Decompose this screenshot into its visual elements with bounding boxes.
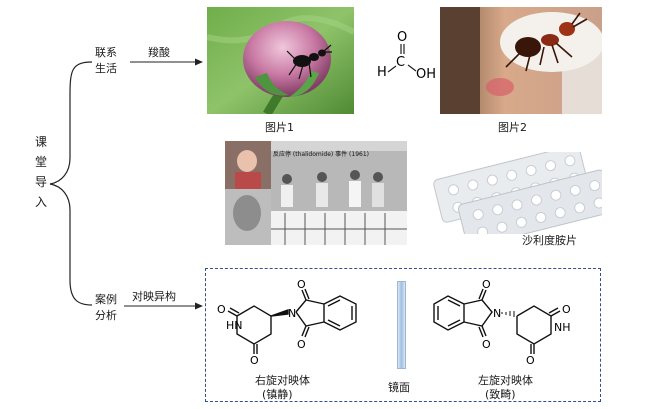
right-n: N	[288, 307, 296, 320]
left-o-1: O	[482, 278, 491, 291]
left-nh: NH	[554, 321, 571, 334]
left-enantiomer-structure: O O N O NH O	[433, 278, 571, 367]
right-o-4: O	[297, 338, 306, 351]
root-char-4: 入	[34, 195, 47, 209]
formic-h: H	[377, 65, 387, 80]
left-enantiomer-effect: (致畸)	[485, 388, 516, 401]
branch-top-line1: 联系	[95, 46, 117, 59]
root-char-3: 导	[34, 175, 47, 189]
formic-acid-structure: H C O OH	[377, 30, 436, 82]
thalidomide-photo-collage: 反应停 (thalidomide) 事件 (1961)	[225, 141, 407, 245]
case-analysis-box	[205, 268, 601, 402]
right-o-2: O	[250, 354, 259, 367]
right-enantiomer-name: 右旋对映体	[255, 374, 310, 387]
branch-top-line2: 生活	[95, 62, 117, 75]
root-char-1: 课	[34, 135, 47, 149]
root-char-2: 堂	[34, 155, 47, 169]
right-o-1: O	[217, 303, 226, 316]
right-hn: HN	[226, 319, 243, 332]
right-o-3: O	[297, 278, 306, 291]
pic1-caption: 图片1	[265, 121, 294, 134]
flower-ant-photo	[207, 7, 354, 114]
right-enantiomer-structure: O O HN N O O	[217, 278, 357, 367]
left-n: N	[493, 307, 501, 320]
root-label: 课 堂 导 入	[34, 132, 48, 212]
ant-magnified	[505, 12, 588, 72]
mirror-label: 镜面	[388, 381, 410, 394]
pills-photo	[420, 152, 602, 234]
branch-bottom-line2: 分析	[95, 309, 117, 322]
pic2-caption: 图片2	[498, 121, 527, 134]
arm-ant-photo	[440, 7, 602, 114]
formic-c: C	[396, 55, 405, 70]
brace-bracket	[49, 61, 93, 306]
left-o-2: O	[482, 338, 491, 351]
thalidomide-banner: 反应停 (thalidomide) 事件 (1961)	[273, 151, 370, 158]
left-o-3: O	[562, 303, 571, 316]
bottom-arrow-head	[195, 302, 203, 310]
top-arrow-head	[195, 58, 203, 66]
branch-top-arrow-text: 羧酸	[148, 46, 170, 59]
branch-bottom-arrow-text: 对映异构	[132, 290, 176, 303]
right-enantiomer-effect: (镇静)	[262, 388, 293, 401]
ant-on-bud	[286, 44, 332, 80]
mirror-plane	[397, 281, 406, 369]
formic-o-top: O	[397, 30, 407, 45]
formic-oh: OH	[416, 67, 436, 82]
left-enantiomer-name: 左旋对映体	[478, 374, 533, 387]
branch-bottom-line1: 案例	[95, 293, 117, 306]
pills-caption: 沙利度胺片	[522, 234, 577, 247]
left-o-4: O	[526, 354, 535, 367]
